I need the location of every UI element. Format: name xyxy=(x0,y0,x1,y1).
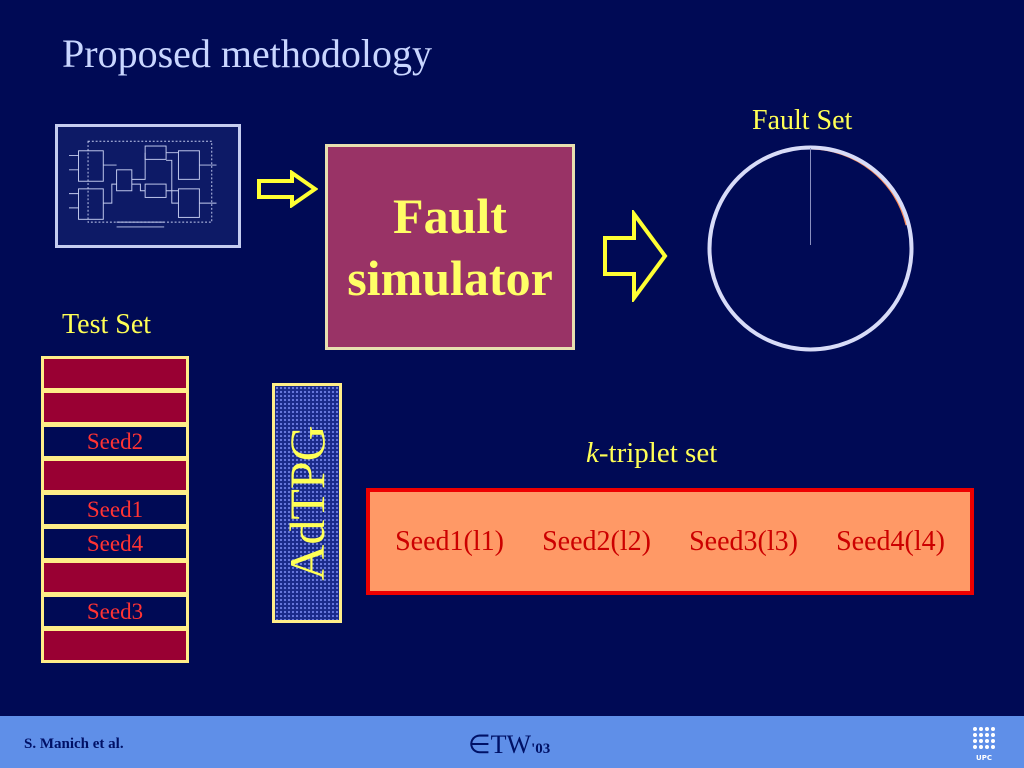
fault-set-label: Fault Set xyxy=(752,105,853,136)
test-set-row xyxy=(41,560,189,595)
fault-simulator-line2: simulator xyxy=(347,250,553,306)
triplet-item: Seed1(l1) xyxy=(395,525,504,557)
adtpg-label: AdTPG xyxy=(279,425,336,581)
triplet-item: Seed3(l3) xyxy=(689,525,798,557)
test-set-row xyxy=(41,390,189,425)
triplet-item: Seed2(l2) xyxy=(542,525,651,557)
conference-logo-glyph: ∈TW xyxy=(468,730,532,759)
circuit-diagram-graphic xyxy=(69,140,217,228)
test-set-row xyxy=(41,356,189,391)
arrow-right-icon xyxy=(603,210,668,302)
triplet-set-box: Seed1(l1) Seed2(l2) Seed3(l3) Seed4(l4) xyxy=(366,488,974,595)
fault-simulator-box: Fault simulator xyxy=(325,144,575,350)
triplet-item: Seed4(l4) xyxy=(836,525,945,557)
conference-logo-year: '03 xyxy=(531,741,551,757)
triplet-title-rest: -triplet set xyxy=(598,437,718,469)
fault-set-circle-icon xyxy=(707,145,914,352)
test-set-table: Seed2 Seed1 Seed4 Seed3 xyxy=(41,356,189,663)
fault-simulator-line1: Fault xyxy=(393,187,507,244)
adtpg-box: AdTPG xyxy=(272,383,342,623)
test-set-label: Test Set xyxy=(62,309,152,340)
test-set-row-seed1: Seed1 xyxy=(41,492,189,527)
triplet-set-title: k-triplet set xyxy=(586,437,717,470)
test-set-row-seed4: Seed4 xyxy=(41,526,189,561)
conference-logo: ∈TW '03 xyxy=(468,730,550,760)
footer-author: S. Manich et al. xyxy=(24,736,124,752)
slide-title: Proposed methodology xyxy=(62,31,432,76)
upc-logo-text: UPC xyxy=(976,754,992,762)
test-set-row-seed2: Seed2 xyxy=(41,424,189,459)
arrow-right-icon xyxy=(257,170,318,208)
test-set-row xyxy=(41,458,189,493)
triplet-k: k xyxy=(586,437,599,469)
test-set-row xyxy=(41,628,189,663)
circuit-diagram-icon xyxy=(55,124,241,248)
upc-logo-icon: UPC xyxy=(973,727,995,762)
footer-bar: S. Manich et al. ∈TW '03 UPC xyxy=(0,716,1024,768)
test-set-row-seed3: Seed3 xyxy=(41,594,189,629)
